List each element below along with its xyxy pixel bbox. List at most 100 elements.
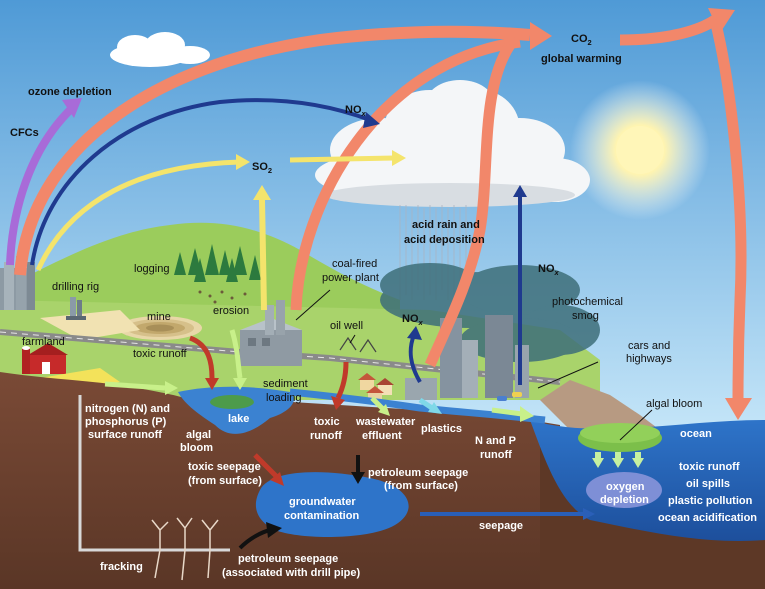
np-runoff-label-1: N and P xyxy=(475,435,516,447)
toxic-seepage-label-1: toxic seepage xyxy=(188,461,261,473)
nox-arrow-factory xyxy=(30,98,371,266)
ocean-toxic-runoff-label: toxic runoff xyxy=(679,461,740,473)
erosion-arrow xyxy=(229,329,243,379)
petroleum-surface-label-2: (from surface) xyxy=(384,480,458,492)
groundwater-zone xyxy=(255,472,409,537)
co2-arrow-right xyxy=(619,15,719,46)
cfc-arrowhead xyxy=(62,98,82,118)
cloud-small-icon xyxy=(110,32,210,67)
toxic-runoff-arrowhead-mine xyxy=(205,378,219,390)
farmland-label: farmland xyxy=(22,336,65,348)
lake xyxy=(178,386,294,434)
plastics-arrowhead xyxy=(428,402,442,414)
wastewater-label-2: effluent xyxy=(362,430,402,442)
petroleum-pipe-label-1: petroleum seepage xyxy=(238,553,338,565)
acid-rain-label-2: acid deposition xyxy=(404,234,485,246)
np-runoff-arrowhead xyxy=(520,406,534,422)
np-runoff-label-2: runoff xyxy=(480,449,512,461)
lake-algae xyxy=(210,395,254,409)
petroleum-surface-arrowhead xyxy=(351,472,365,484)
plastics-arrow xyxy=(418,397,434,411)
sand-patch xyxy=(40,310,140,340)
cars-icon xyxy=(497,392,522,401)
leader-lines xyxy=(295,289,653,441)
oxygen-arrows xyxy=(592,452,644,468)
photochemical-label-2: smog xyxy=(572,310,599,322)
nitrogen-label-2: phosphorus (P) xyxy=(85,416,167,428)
seepage-label: seepage xyxy=(479,520,523,532)
so2-arrow-factory xyxy=(35,159,241,272)
so2-arrowhead-plant xyxy=(253,185,271,200)
sediment-label-1: sediment xyxy=(263,378,308,390)
nox-arrow-mid xyxy=(408,334,422,384)
co2-arrow-city xyxy=(424,41,515,368)
coal-fired-label-2: power plant xyxy=(322,272,379,284)
lake-label: lake xyxy=(228,413,249,425)
co2-arrowhead-main xyxy=(530,22,552,50)
ocean-algal-bloom-top xyxy=(580,423,660,443)
city-buildings-icon xyxy=(405,315,529,400)
petroleum-pipe-label-2: (associated with drill pipe) xyxy=(222,567,360,579)
nox-right-label: NOx xyxy=(538,263,560,277)
oxygen-label-2: depletion xyxy=(600,494,649,506)
algal-bloom-ocean-label: algal bloom xyxy=(646,398,702,410)
global-warming-label: global warming xyxy=(541,53,622,65)
factory-left-icon xyxy=(0,256,35,310)
fracking-cracks-icon xyxy=(151,517,219,581)
river xyxy=(289,388,546,424)
cfcs-label: CFCs xyxy=(10,127,39,139)
cars-label-2: highways xyxy=(626,353,672,365)
so2-label: SO2 xyxy=(252,161,272,175)
erosion-label: erosion xyxy=(213,305,249,317)
fracking-label: fracking xyxy=(100,561,143,573)
nox-top-label: NOx xyxy=(345,104,367,118)
algal-bloom-lake-label-2: bloom xyxy=(180,442,213,454)
nox-arrowhead-right xyxy=(513,185,527,197)
so2-arrow-cloud xyxy=(289,155,396,163)
toxic-seepage-arrowhead xyxy=(270,472,284,486)
sediment-label-2: loading xyxy=(266,392,301,404)
toxic-runoff-left-label: toxic runoff xyxy=(133,348,188,360)
mine-label: mine xyxy=(147,311,171,323)
co2-arrow-main xyxy=(14,25,531,276)
erosion-arrowhead xyxy=(233,378,247,390)
wastewater-arrowhead xyxy=(378,404,390,416)
petroleum-pipe-arrowhead xyxy=(266,522,282,538)
ocean-acidification-label: ocean acidification xyxy=(658,512,757,524)
np-runoff-arrow xyxy=(491,407,523,417)
co2-arrowhead-right xyxy=(708,8,735,33)
fracking-pipe xyxy=(78,395,230,552)
forest-icon xyxy=(174,244,261,282)
nutrient-runoff-arrow-farm xyxy=(104,381,166,391)
toxic-runoff-mid-label-2: runoff xyxy=(310,430,342,442)
ozone-depletion-label: ozone depletion xyxy=(28,86,112,98)
power-plant-icon xyxy=(240,300,302,366)
plastic-pollution-label: plastic pollution xyxy=(668,495,753,507)
toxic-runoff-arrow-oilwell xyxy=(335,361,349,400)
oxygen-label-1: oxygen xyxy=(606,481,645,493)
plastics-label: plastics xyxy=(421,423,462,435)
seepage-arrowhead xyxy=(583,508,595,520)
wastewater-label-1: wastewater xyxy=(355,416,416,428)
groundwater-label-1: groundwater xyxy=(289,496,356,508)
cars-label-1: cars and xyxy=(628,340,670,352)
oil-well-label: oil well xyxy=(330,320,363,332)
toxic-runoff-arrowhead-oilwell xyxy=(331,396,345,410)
nitrogen-label-3: surface runoff xyxy=(88,429,162,441)
stumps xyxy=(198,290,247,304)
ocean-label: ocean xyxy=(680,428,712,440)
photochemical-label-1: photochemical xyxy=(552,296,623,308)
drilling-rig-label: drilling rig xyxy=(52,281,99,293)
co2-arrowhead-ocean xyxy=(725,398,752,420)
algal-bloom-lake-label-1: algal xyxy=(186,429,211,441)
oil-spills-label: oil spills xyxy=(686,478,730,490)
toxic-runoff-arrow-mine xyxy=(188,335,215,379)
logging-label: logging xyxy=(134,263,169,275)
barn-icon xyxy=(22,343,68,374)
nutrient-runoff-arrowhead-farm xyxy=(165,381,178,395)
sun-icon xyxy=(616,126,664,174)
co2-label: CO2 xyxy=(571,33,592,47)
toxic-seepage-label-2: (from surface) xyxy=(188,475,262,487)
nox-arrowhead-factory xyxy=(363,112,380,128)
